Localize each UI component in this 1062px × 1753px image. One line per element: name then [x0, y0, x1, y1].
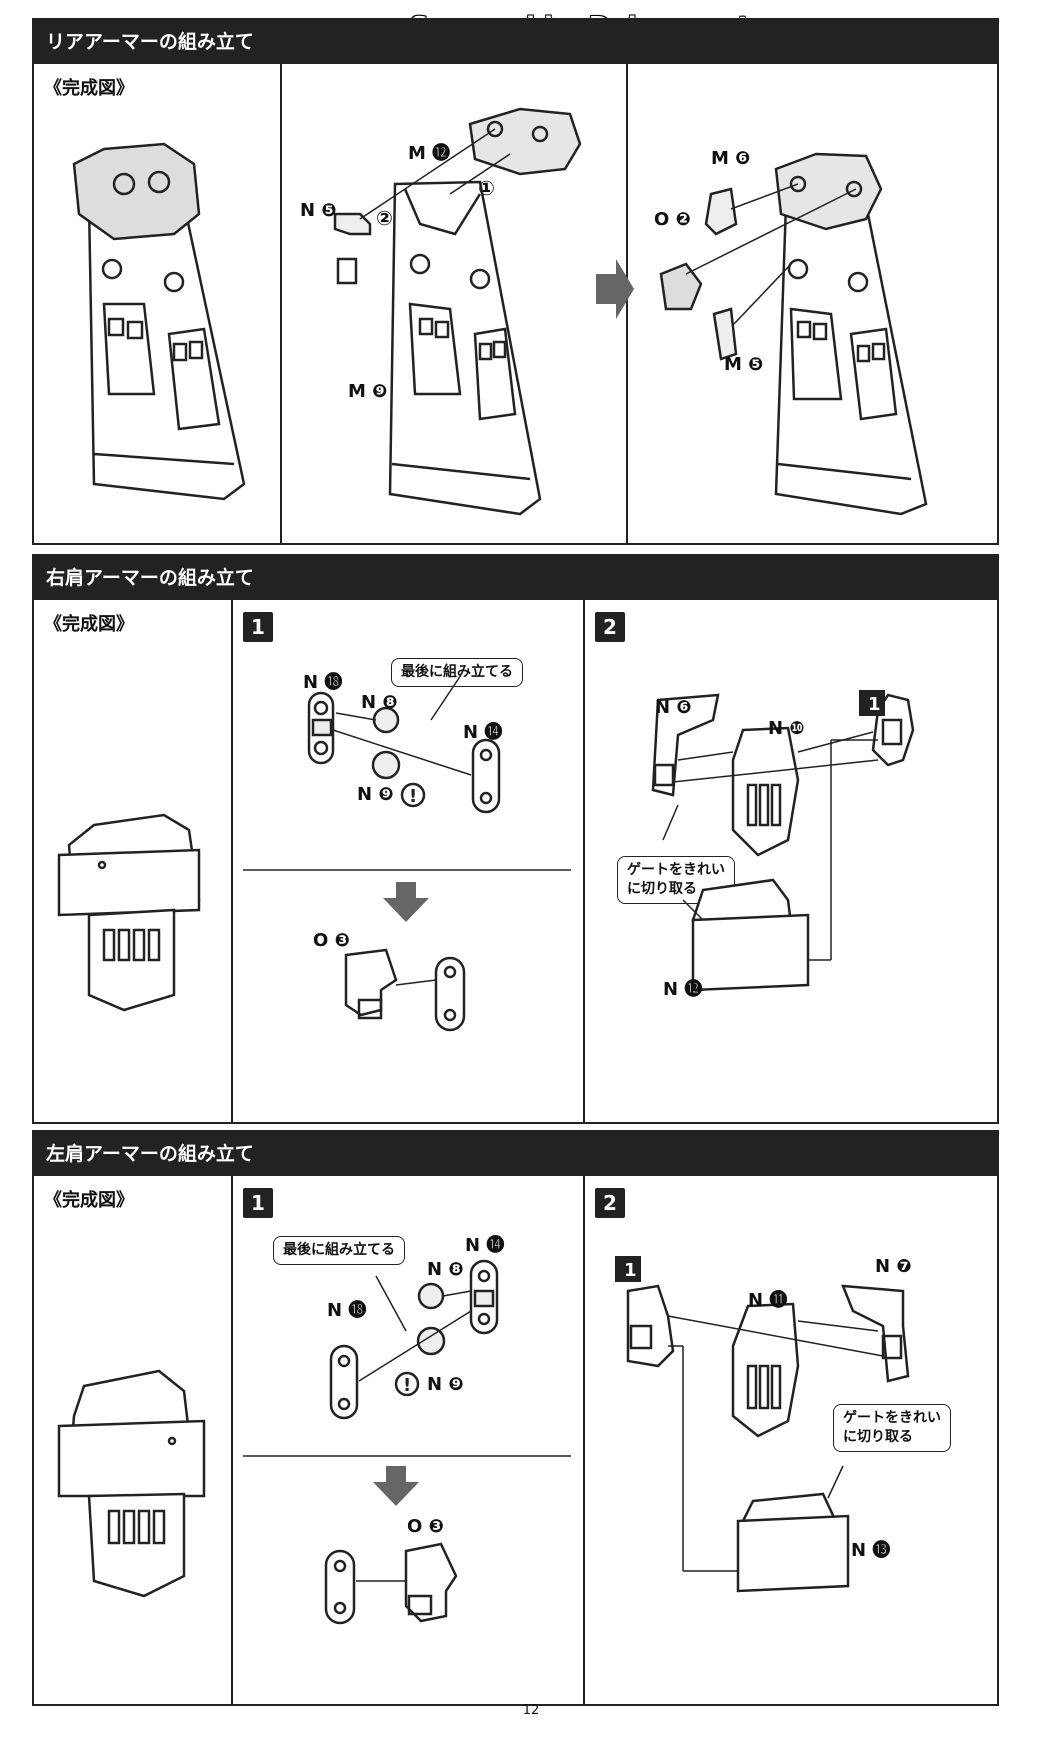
part-label-n8: N ❽ — [427, 1259, 464, 1280]
part-label-n18: N ⓲ — [327, 1300, 367, 1321]
step-ref-badge-text: 1 — [868, 694, 881, 715]
right-step1-illustration: ! — [243, 674, 571, 1032]
section-title: 右肩アーマーの組み立て — [34, 556, 997, 600]
order-mark-1: ① — [478, 176, 495, 200]
part-label-o2: O ❷ — [654, 209, 691, 230]
step-ref-badge — [859, 690, 885, 716]
part-label-m5: M ❺ — [724, 354, 764, 375]
right-step2-illustration: 1 — [651, 690, 915, 992]
part-label-n5: N ❺ — [300, 200, 337, 221]
left-step2-panel: 2 ゲートをきれい に切り取る 1 — [583, 1176, 997, 1704]
step-badge-2: 2 — [595, 612, 625, 642]
part-label-n13: N ⓭ — [851, 1540, 891, 1561]
arrow-right-icon — [596, 259, 634, 319]
arrow-down-icon — [383, 882, 429, 922]
right-step1-panel: 1 最後に組み立てる ! — [231, 600, 585, 1122]
completed-view-panel: 《完成図》 — [34, 64, 282, 543]
part-label-n14: N ⓮ — [463, 722, 503, 743]
completed-label: 《完成図》 — [44, 1190, 134, 1211]
left-shoulder-completed-illustration — [57, 1369, 206, 1598]
rear-assembly-panel-1: M ⓬ N ❺ M ❾ ① ② — [280, 64, 628, 543]
callout-line-2: に切り取る — [627, 880, 697, 897]
part-label-n12: N ⓬ — [663, 979, 703, 1000]
rear-armor-step1-illustration — [333, 107, 582, 516]
step-ref-badge-text: 1 — [624, 1260, 637, 1281]
section-right-shoulder-armor: 右肩アーマーの組み立て 《完成図》 1 最後に組み立てる — [32, 554, 999, 1124]
completed-label: 《完成図》 — [44, 78, 134, 99]
svg-text:!: ! — [409, 786, 417, 807]
part-label-n14: N ⓮ — [465, 1235, 505, 1256]
left-step1-illustration: ! — [243, 1259, 571, 1625]
completed-label: 《完成図》 — [44, 614, 134, 635]
part-label-n11: N ⓫ — [748, 1290, 788, 1311]
section-rear-armor: リアアーマーの組み立て 《完成図》 — [32, 18, 999, 545]
part-label-n9: N ❾ — [357, 784, 394, 805]
left-step2-illustration: 1 — [615, 1256, 910, 1593]
callout-assemble-last: 最後に組み立てる — [273, 1236, 405, 1265]
section-left-shoulder-armor: 左肩アーマーの組み立て 《完成図》 1 最後に組み立てる — [32, 1130, 999, 1706]
svg-text:!: ! — [403, 1375, 411, 1396]
step-badge-2: 2 — [595, 1188, 625, 1218]
section-title: 左肩アーマーの組み立て — [34, 1132, 997, 1176]
part-label-n6: N ❻ — [655, 697, 692, 718]
completed-view-panel: 《完成図》 — [34, 600, 233, 1122]
order-mark-2: ② — [376, 206, 393, 230]
right-shoulder-completed-illustration — [57, 813, 201, 1012]
callout-line-1: ゲートをきれい — [843, 1410, 941, 1426]
part-label-n7: N ❼ — [875, 1256, 912, 1277]
page-number: 12 — [522, 1703, 540, 1718]
rear-assembly-panel-2: M ❻ O ❷ M ❺ — [596, 64, 997, 543]
part-label-m12: M ⓬ — [408, 143, 451, 164]
part-label-n8: N ❽ — [361, 692, 398, 713]
callout-cut-gate: ゲートをきれい に切り取る — [833, 1404, 951, 1452]
rear-armor-step2-illustration — [596, 152, 928, 516]
callout-line-1: ゲートをきれい — [627, 862, 725, 878]
part-label-m6: M ❻ — [711, 148, 751, 169]
part-label-n10: N ❿ — [768, 718, 805, 739]
part-label-n9: N ❾ — [427, 1374, 464, 1395]
callout-line-2: に切り取る — [843, 1428, 913, 1445]
step-badge-1: 1 — [243, 1188, 273, 1218]
step-ref-badge — [615, 1256, 641, 1282]
rear-armor-completed-illustration — [72, 142, 246, 501]
part-label-n18: N ⓲ — [303, 672, 343, 693]
arrow-down-icon — [373, 1466, 419, 1506]
part-label-m9: M ❾ — [348, 381, 388, 402]
right-step2-panel: 2 ゲートをきれい に切り取る — [583, 600, 997, 1122]
step-badge-1: 1 — [243, 612, 273, 642]
completed-view-panel: 《完成図》 — [34, 1176, 233, 1704]
part-label-o3: O ❸ — [313, 930, 350, 951]
part-label-o3: O ❸ — [407, 1516, 444, 1537]
section-title: リアアーマーの組み立て — [34, 20, 997, 64]
left-step1-panel: 1 最後に組み立てる ! — [231, 1176, 585, 1704]
